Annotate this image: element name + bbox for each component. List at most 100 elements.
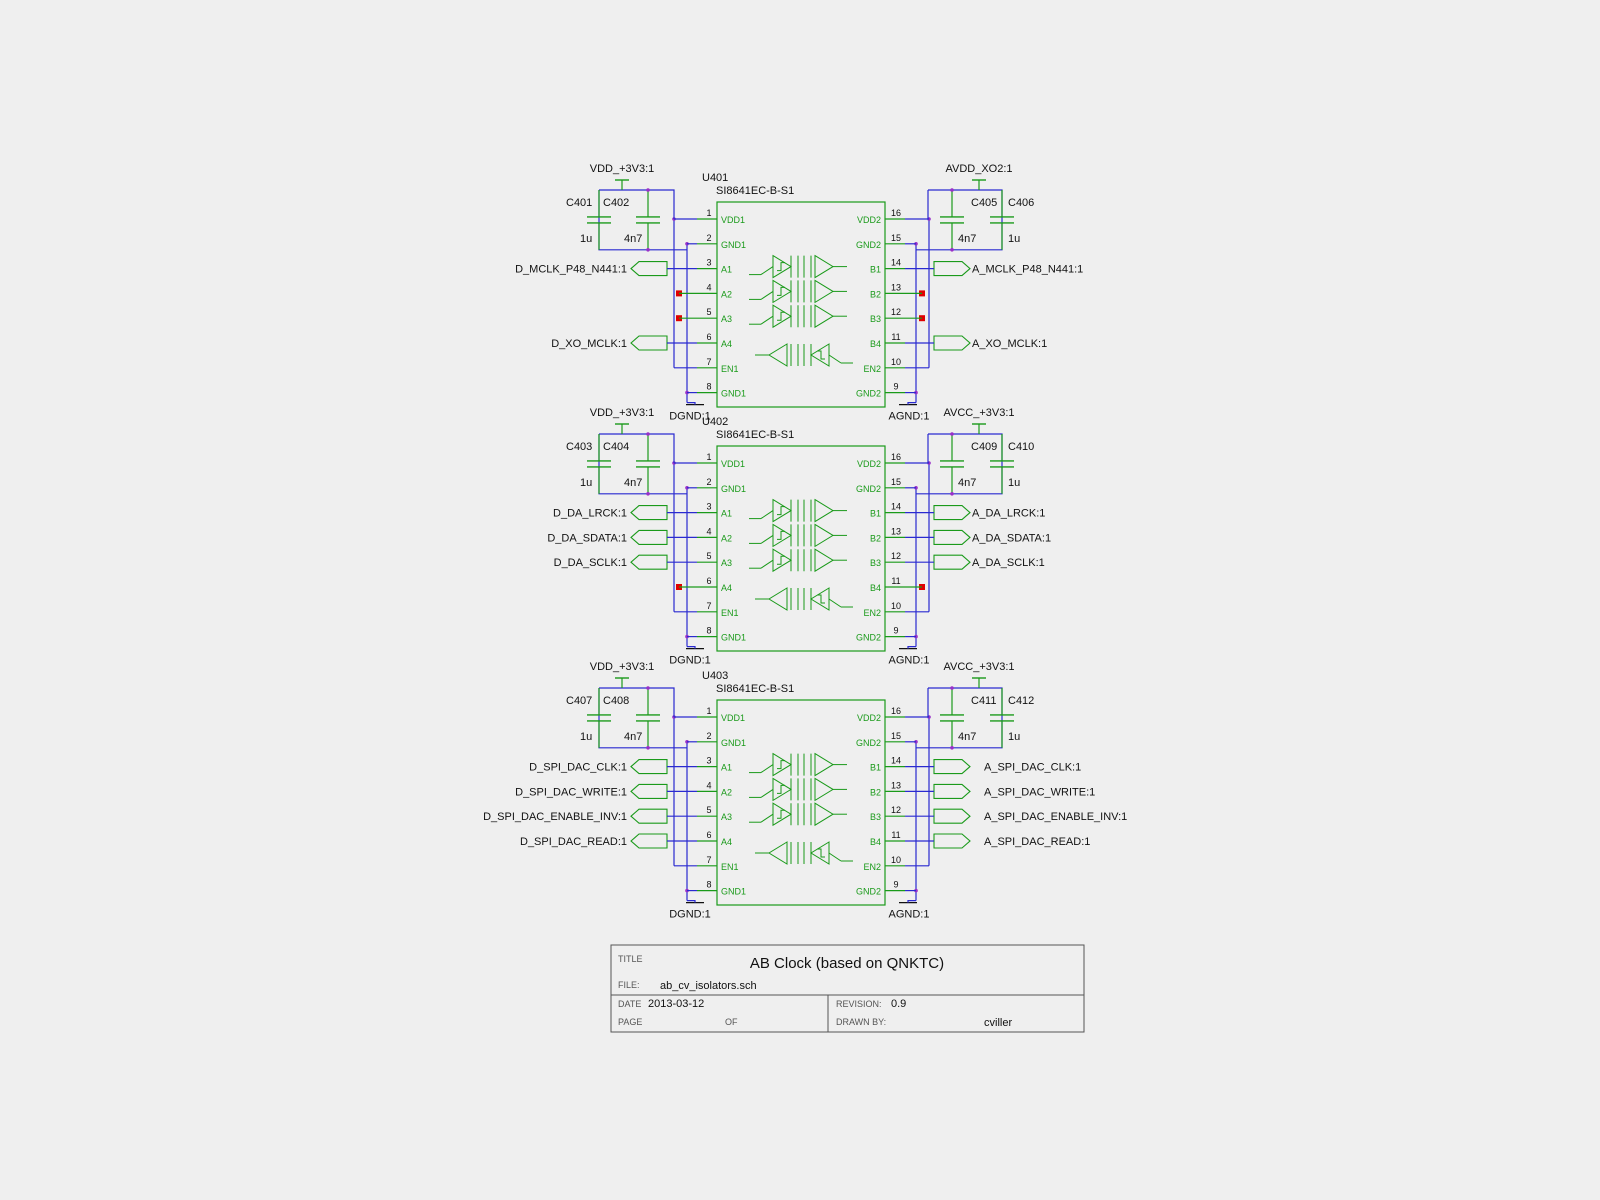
channel-lead (828, 852, 842, 862)
pin-number: 2 (706, 233, 711, 243)
schmitt-glyph (777, 262, 785, 272)
pin-name: B1 (870, 509, 881, 519)
pin-number: 5 (706, 307, 711, 317)
pin-name: B2 (870, 787, 881, 797)
pin-name: GND2 (856, 887, 881, 897)
ground-label: DGND:1 (669, 411, 711, 423)
buffer-triangle (814, 254, 834, 279)
of-label: OF (725, 1017, 738, 1027)
capacitor-value: 1u (580, 477, 592, 489)
schmitt-glyph (817, 848, 825, 858)
pin-number: 12 (891, 551, 901, 561)
pin-name: EN2 (863, 862, 881, 872)
pin-name: B3 (870, 812, 881, 822)
wire (907, 645, 916, 649)
channel-lead (760, 534, 774, 544)
pin-number: 8 (706, 880, 711, 890)
capacitor-value: 1u (1008, 233, 1020, 245)
wire (599, 687, 675, 717)
chip-reference: U403 (702, 670, 728, 682)
drawn-by-label: DRAWN BY: (836, 1017, 886, 1027)
pin-name: A4 (721, 583, 732, 593)
channel-lead (760, 559, 774, 569)
buffer-triangle (768, 841, 788, 865)
buffer-triangle (814, 777, 834, 802)
wire (687, 645, 696, 649)
pin-name: GND1 (721, 484, 746, 494)
pin-number: 1 (706, 706, 711, 716)
pin-name: A3 (721, 314, 732, 324)
net-port (933, 808, 971, 824)
pin-name: A3 (721, 812, 732, 822)
pin-number: 15 (891, 731, 901, 741)
wire (599, 433, 675, 463)
channel-lead (760, 266, 774, 276)
ground-label: AGND:1 (889, 909, 930, 921)
pin-name: VDD1 (721, 215, 745, 225)
pin-name: GND2 (856, 738, 881, 748)
capacitor-value: 4n7 (958, 477, 976, 489)
net-port (933, 505, 971, 521)
pin-name: B1 (870, 265, 881, 275)
pin-number: 5 (706, 805, 711, 815)
channel-lead (828, 354, 842, 364)
pin-name: VDD1 (721, 459, 745, 469)
pin-number: 10 (891, 357, 901, 367)
pin-name: EN1 (721, 862, 739, 872)
pin-name: GND2 (856, 633, 881, 643)
buffer-triangle (814, 752, 834, 777)
net-port (933, 261, 971, 277)
capacitor-value: 1u (1008, 477, 1020, 489)
date-label: DATE (618, 999, 641, 1009)
pin-name: A2 (721, 289, 732, 299)
capacitor-value: 4n7 (958, 731, 976, 743)
pin-number: 7 (706, 855, 711, 865)
pin-name: A1 (721, 763, 732, 773)
schmitt-glyph (777, 555, 785, 565)
schmitt-glyph (777, 809, 785, 819)
pin-name: A3 (721, 558, 732, 568)
signal-label: A_XO_MCLK:1 (972, 338, 1047, 350)
buffer-triangle (814, 548, 834, 573)
pin-name: B3 (870, 558, 881, 568)
capacitor-value: 4n7 (624, 477, 642, 489)
buffer-triangle (814, 802, 834, 827)
wire (907, 402, 916, 405)
title-label: TITLE (618, 954, 643, 964)
supply-label: VDD_+3V3:1 (590, 407, 655, 419)
chip-part-number: SI8641EC-B-S1 (716, 429, 794, 441)
wire (687, 402, 696, 405)
capacitor-ref: C407 (566, 695, 592, 707)
signal-label: D_SPI_DAC_WRITE:1 (515, 786, 627, 798)
ground-label: AGND:1 (889, 411, 930, 423)
pin-number: 12 (891, 805, 901, 815)
chip-part-number: SI8641EC-B-S1 (716, 683, 794, 695)
pin-name: A2 (721, 533, 732, 543)
signal-label: D_SPI_DAC_ENABLE_INV:1 (483, 811, 627, 823)
pin-number: 8 (706, 626, 711, 636)
signal-label: D_DA_SCLK:1 (554, 557, 627, 569)
net-port (933, 335, 971, 351)
pin-number: 6 (706, 576, 711, 586)
wire (687, 899, 696, 903)
capacitor-ref: C402 (603, 197, 629, 209)
capacitor-ref: C404 (603, 441, 629, 453)
pin-name: GND2 (856, 484, 881, 494)
capacitor-ref: C411 (971, 695, 996, 707)
capacitor-value: 1u (1008, 731, 1020, 743)
pin-name: B4 (870, 837, 881, 847)
wire (916, 687, 1003, 749)
pin-number: 16 (891, 208, 901, 218)
ground-label: DGND:1 (669, 909, 711, 921)
signal-label: D_XO_MCLK:1 (551, 338, 627, 350)
pin-name: B2 (870, 289, 881, 299)
pin-name: VDD2 (857, 459, 881, 469)
pin-name: GND1 (721, 633, 746, 643)
signal-label: A_SPI_DAC_READ:1 (984, 836, 1090, 848)
pin-number: 10 (891, 601, 901, 611)
capacitor-ref: C409 (971, 441, 997, 453)
supply-label: AVCC_+3V3:1 (943, 407, 1014, 419)
buffer-triangle (772, 498, 792, 523)
